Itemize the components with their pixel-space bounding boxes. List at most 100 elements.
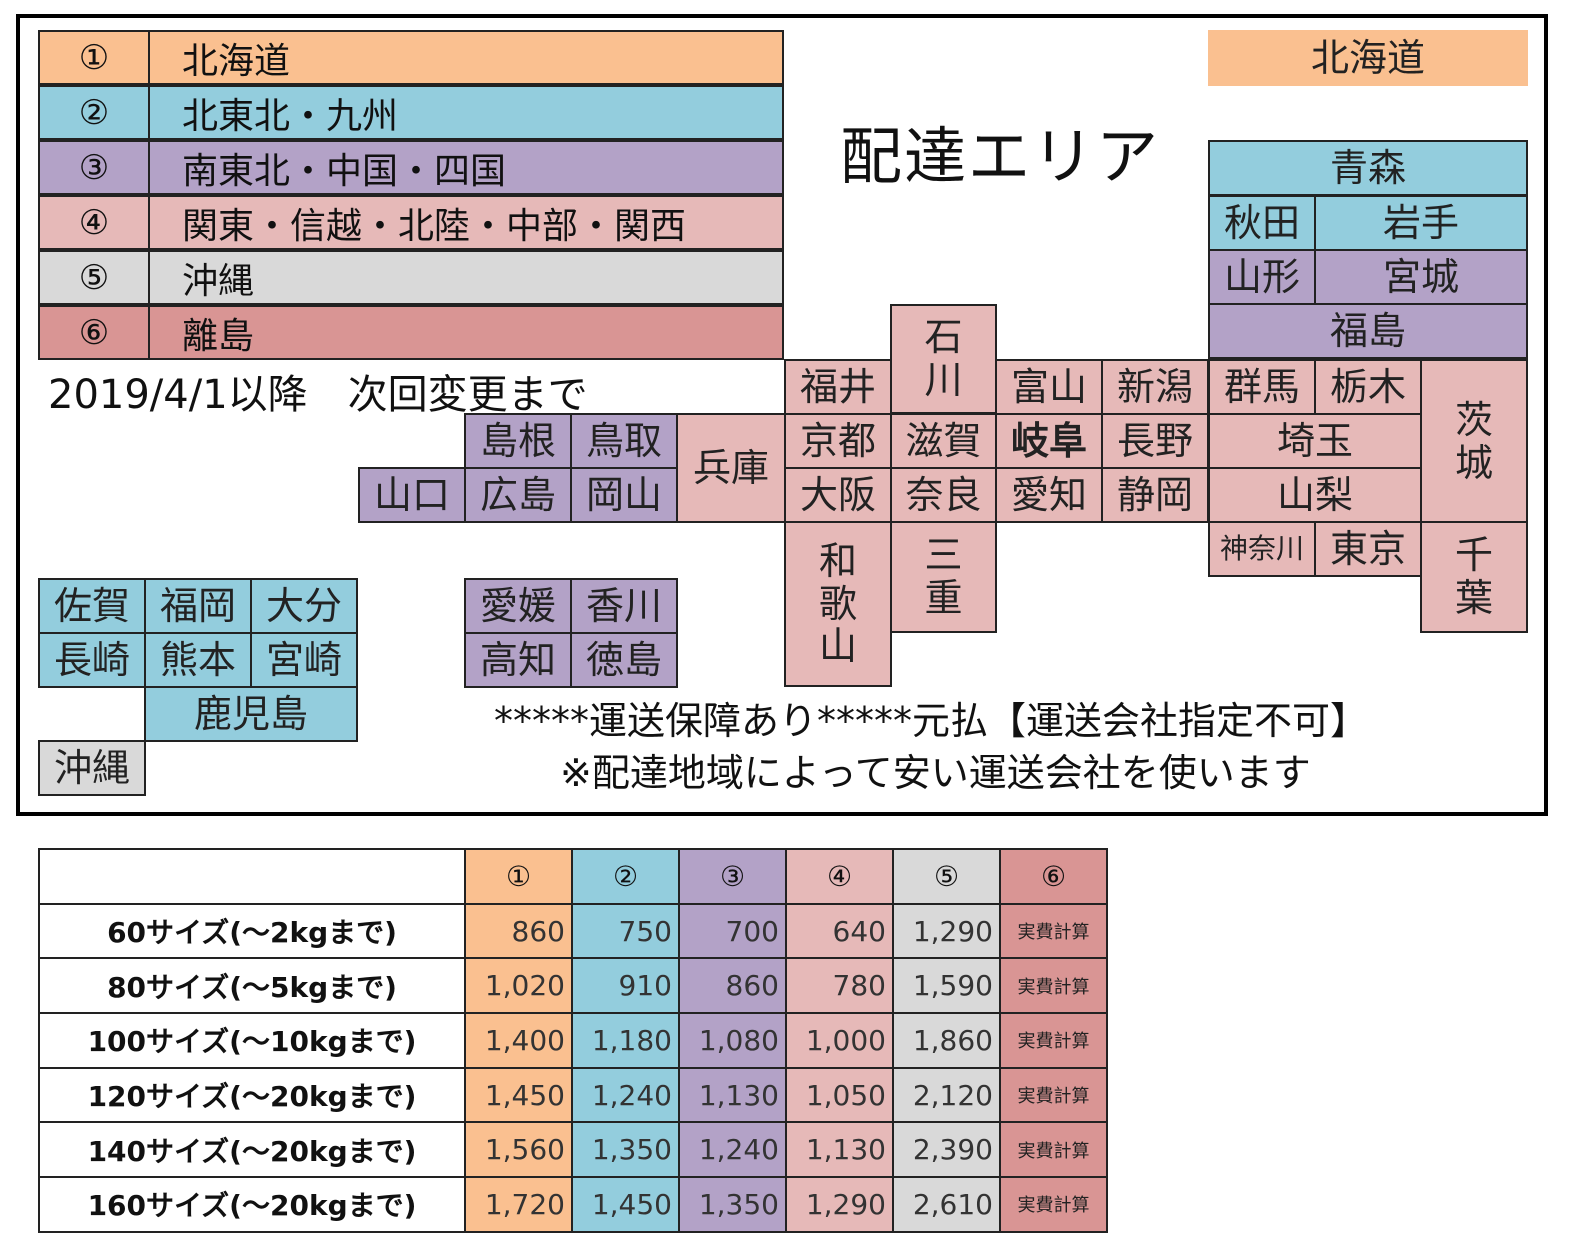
- price-cell: 1,860: [892, 1012, 1001, 1069]
- price-cell: 1,720: [464, 1176, 573, 1233]
- pref-shizuoka: 静岡: [1101, 467, 1209, 523]
- legend-zone-3: ③ 南東北・中国・四国: [38, 140, 784, 195]
- price-cell: 1,080: [678, 1012, 787, 1069]
- price-cell: 1,130: [678, 1066, 787, 1124]
- carrier-note: ※配達地域によって安い運送会社を使います: [560, 751, 1311, 795]
- price-cell: 実費計算: [999, 1176, 1108, 1233]
- pref-saga: 佐賀: [38, 578, 146, 634]
- price-cell: 1,000: [785, 1012, 894, 1069]
- price-cell: 1,290: [785, 1176, 894, 1233]
- header-zone-2: ②: [571, 848, 680, 905]
- pref-shimane: 島根: [464, 413, 572, 469]
- pref-kumamoto: 熊本: [144, 632, 252, 688]
- table-row: 160サイズ(～20kgまで) 1,720 1,450 1,350 1,290 …: [38, 1176, 1108, 1233]
- header-zone-3: ③: [678, 848, 787, 905]
- legend-num: ②: [40, 87, 150, 138]
- price-cell: 実費計算: [999, 1121, 1108, 1179]
- price-cell: 実費計算: [999, 957, 1108, 1015]
- pref-miyazaki: 宮崎: [250, 632, 358, 688]
- pref-tochigi: 栃木: [1314, 359, 1422, 415]
- price-cell: 実費計算: [999, 902, 1108, 960]
- pref-hyogo: 兵庫: [676, 413, 786, 523]
- price-cell: 1,590: [892, 957, 1001, 1015]
- pref-gunma: 群馬: [1208, 359, 1316, 415]
- pref-aomori: 青森: [1208, 140, 1528, 196]
- pref-fukui: 福井: [784, 359, 892, 415]
- pref-fukushima: 福島: [1208, 303, 1528, 359]
- legend-num: ⑤: [40, 252, 150, 303]
- legend-num: ①: [40, 32, 150, 83]
- pref-toyama: 富山: [995, 359, 1103, 415]
- pref-okinawa: 沖縄: [38, 740, 146, 796]
- pref-kagoshima: 鹿児島: [144, 686, 358, 742]
- price-cell: 1,130: [785, 1121, 894, 1179]
- pref-saitama: 埼玉: [1208, 413, 1422, 469]
- size-label: 120サイズ(～20kgまで): [38, 1066, 466, 1124]
- price-cell: 2,610: [892, 1176, 1001, 1233]
- table-row: 60サイズ(～2kgまで) 860 750 700 640 1,290 実費計算: [38, 902, 1108, 960]
- pref-hiroshima: 広島: [464, 467, 572, 523]
- pref-yamagata: 山形: [1208, 249, 1316, 305]
- header-zone-5: ⑤: [892, 848, 1001, 905]
- price-cell: 2,390: [892, 1121, 1001, 1179]
- price-cell: 1,560: [464, 1121, 573, 1179]
- table-header-row: ① ② ③ ④ ⑤ ⑥: [38, 848, 1108, 905]
- legend-label: 離島: [182, 315, 255, 357]
- pref-mie: 三重: [890, 521, 997, 633]
- price-cell: 1,240: [678, 1121, 787, 1179]
- pref-tokushima: 徳島: [570, 632, 678, 688]
- legend-label: 北東北・九州: [182, 95, 399, 137]
- price-cell: 860: [678, 957, 787, 1015]
- legend-label: 沖縄: [182, 260, 255, 302]
- pref-shiga: 滋賀: [890, 413, 997, 469]
- effective-date: 2019/4/1以降 次回変更まで: [48, 372, 588, 418]
- price-cell: 2,120: [892, 1066, 1001, 1124]
- header-zone-6: ⑥: [999, 848, 1108, 905]
- size-label: 160サイズ(～20kgまで): [38, 1176, 466, 1233]
- size-label: 140サイズ(～20kgまで): [38, 1121, 466, 1179]
- pref-oita: 大分: [250, 578, 358, 634]
- price-cell: 860: [464, 902, 573, 960]
- legend-num: ④: [40, 197, 150, 248]
- price-cell: 1,400: [464, 1012, 573, 1069]
- price-cell: 910: [571, 957, 680, 1015]
- price-table: ① ② ③ ④ ⑤ ⑥ 60サイズ(～2kgまで) 860 750 700 64…: [38, 848, 1108, 1233]
- pref-wakayama: 和歌山: [784, 521, 892, 687]
- legend-num: ⑥: [40, 307, 150, 358]
- price-cell: 実費計算: [999, 1012, 1108, 1069]
- pref-ishikawa: 石川: [890, 304, 997, 414]
- pref-nagasaki: 長崎: [38, 632, 146, 688]
- price-cell: 1,450: [464, 1066, 573, 1124]
- pref-kanagawa: 神奈川: [1208, 521, 1316, 577]
- pref-aichi: 愛知: [995, 467, 1103, 523]
- price-cell: 700: [678, 902, 787, 960]
- size-label: 60サイズ(～2kgまで): [38, 902, 466, 960]
- pref-okayama: 岡山: [570, 467, 678, 523]
- table-row: 100サイズ(～10kgまで) 1,400 1,180 1,080 1,000 …: [38, 1012, 1108, 1069]
- price-cell: 750: [571, 902, 680, 960]
- price-cell: 780: [785, 957, 894, 1015]
- legend-label: 南東北・中国・四国: [182, 150, 507, 192]
- header-zone-4: ④: [785, 848, 894, 905]
- pref-gifu: 岐阜: [995, 413, 1103, 469]
- pref-kochi: 高知: [464, 632, 572, 688]
- table-row: 80サイズ(～5kgまで) 1,020 910 860 780 1,590 実費…: [38, 957, 1108, 1015]
- shipping-note: *****運送保障あり*****元払【運送会社指定不可】: [494, 699, 1369, 743]
- legend-zone-5: ⑤ 沖縄: [38, 250, 784, 305]
- price-cell: 1,450: [571, 1176, 680, 1233]
- pref-yamanashi: 山梨: [1208, 467, 1422, 523]
- legend-label: 関東・信越・北陸・中部・関西: [182, 205, 687, 247]
- legend-zone-4: ④ 関東・信越・北陸・中部・関西: [38, 195, 784, 250]
- pref-tokyo: 東京: [1314, 521, 1422, 577]
- pref-miyagi: 宮城: [1314, 249, 1528, 305]
- pref-ehime: 愛媛: [464, 578, 572, 634]
- price-cell: 1,020: [464, 957, 573, 1015]
- legend-label: 北海道: [182, 40, 291, 82]
- pref-iwate: 岩手: [1314, 195, 1528, 251]
- pref-chiba: 千葉: [1420, 521, 1528, 633]
- page-title: 配達エリア: [840, 120, 1161, 193]
- pref-tottori: 鳥取: [570, 413, 678, 469]
- pref-akita: 秋田: [1208, 195, 1316, 251]
- pref-nara: 奈良: [890, 467, 997, 523]
- price-cell: 1,290: [892, 902, 1001, 960]
